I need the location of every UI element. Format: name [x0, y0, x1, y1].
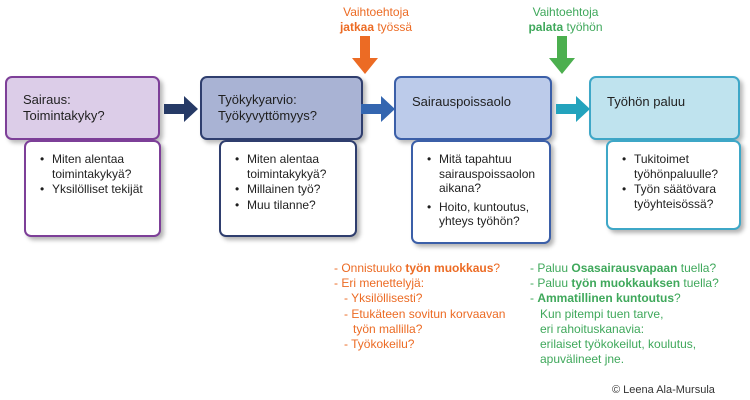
note-bold: Ammatillinen kuntoutus: [537, 291, 675, 306]
stage-sairaus: Sairaus: Toimintakyky?: [5, 76, 160, 140]
note-subline: työn mallilla?: [353, 321, 423, 336]
bullet-item: Miten alentaa toimintakykyä?: [235, 152, 349, 181]
stage-title-line1: Sairaus:: [23, 92, 71, 107]
note-subline: erilaiset työkokeilut, koulutus,: [540, 337, 697, 352]
bullet-item: Muu tilanne?: [235, 198, 349, 213]
stage-title-line2: Työkyvyttömyys?: [218, 108, 317, 123]
right-arrow-icon: [556, 96, 590, 122]
stage-tyohon-paluu: Työhön paluu: [589, 76, 740, 140]
alt-line2: palata työhön: [508, 20, 623, 35]
note-text: - Paluu: [530, 261, 572, 275]
down-arrow-icon: [549, 36, 575, 74]
alt-line1: Vaihtoehtoja: [343, 5, 409, 19]
copyright-notice: © Leena Ala-Mursula: [612, 384, 715, 396]
stage-sairauspoissaolo: Sairauspoissaolo: [394, 76, 552, 140]
note-text: tuella?: [677, 261, 717, 275]
bullet-item: Työn säätövara työyhteisössä?: [622, 182, 733, 211]
detail-box-tyohon-paluu: Tukitoimet työhönpaluulle? Työn säätövar…: [606, 140, 741, 230]
stage-title-line1: Sairauspoissaolo: [412, 94, 512, 109]
alt-rest: työhön: [563, 19, 603, 34]
note-line: - Paluu työn muokkauksen tuella?: [530, 276, 735, 291]
stage-title-line1: Työkykyarvio:: [218, 92, 297, 107]
note-subline: - Yksilöllisesti?: [344, 291, 423, 306]
detail-box-sairaus: Miten alentaa toimintakykyä? Yksilöllise…: [24, 140, 161, 237]
bullet-item: Yksilölliset tekijät: [40, 182, 153, 197]
alt-bold: palata: [528, 19, 564, 34]
note-line: - Onnistuuko työn muokkaus?: [334, 261, 524, 276]
note-line: - Ammatillinen kuntoutus?: [530, 291, 735, 306]
alternative-return-label: Vaihtoehtoja palata työhön: [508, 5, 623, 34]
detail-box-sairauspoissaolo: Mitä tapahtuu sairauspoissaolon aikana? …: [411, 140, 551, 244]
alt-bold: jatkaa: [339, 19, 374, 34]
notes-work-modification: - Onnistuuko työn muokkaus? - Eri menett…: [334, 261, 524, 352]
note-bold: Osasairausvapaan: [571, 261, 678, 275]
stage-title-line2: Toimintakyky?: [23, 108, 105, 123]
note-text: tuella?: [680, 276, 719, 291]
note-subline: Kun pitempi tuen tarve,: [540, 306, 664, 321]
note-line: - Paluu Osasairausvapaan tuella?: [530, 261, 735, 276]
note-subline: - Työkokeilu?: [344, 337, 415, 352]
bullet-item: Hoito, kuntoutus, yhteys työhön?: [427, 200, 543, 229]
note-text: -: [530, 291, 538, 306]
bullet-item: Miten alentaa toimintakykyä?: [40, 152, 153, 181]
alt-rest: työssä: [374, 19, 413, 34]
detail-box-tyokykyarvio: Miten alentaa toimintakykyä? Millainen t…: [219, 140, 357, 237]
note-text: ?: [493, 261, 501, 275]
right-arrow-icon: [164, 96, 198, 122]
bullet-item: Mitä tapahtuu sairauspoissaolon aikana?: [427, 152, 543, 196]
alt-line2: jatkaa työssä: [316, 20, 436, 35]
down-arrow-icon: [352, 36, 378, 74]
note-bold: työn muokkauksen: [571, 276, 681, 291]
right-arrow-icon: [361, 96, 395, 122]
alt-line1: Vaihtoehtoja: [532, 5, 599, 19]
note-line: - Eri menettelyjä:: [334, 276, 425, 291]
note-subline: eri rahoituskanavia:: [540, 321, 645, 336]
notes-return-options: - Paluu Osasairausvapaan tuella? - Paluu…: [530, 261, 735, 367]
note-text: - Paluu: [530, 276, 572, 291]
stage-title-line1: Työhön paluu: [607, 94, 686, 109]
bullet-item: Tukitoimet työhönpaluulle?: [622, 152, 733, 181]
note-subline: apuvälineet jne.: [540, 352, 625, 367]
bullet-item: Millainen työ?: [235, 182, 349, 197]
stage-tyokykyarvio: Työkykyarvio: Työkyvyttömyys?: [200, 76, 363, 140]
note-subline: - Etukäteen sovitun korvaavan: [344, 306, 506, 321]
note-text: - Onnistuuko: [334, 261, 406, 275]
note-text: ?: [674, 291, 681, 306]
note-bold: työn muokkaus: [405, 261, 494, 275]
alternative-continue-label: Vaihtoehtoja jatkaa työssä: [316, 5, 436, 34]
